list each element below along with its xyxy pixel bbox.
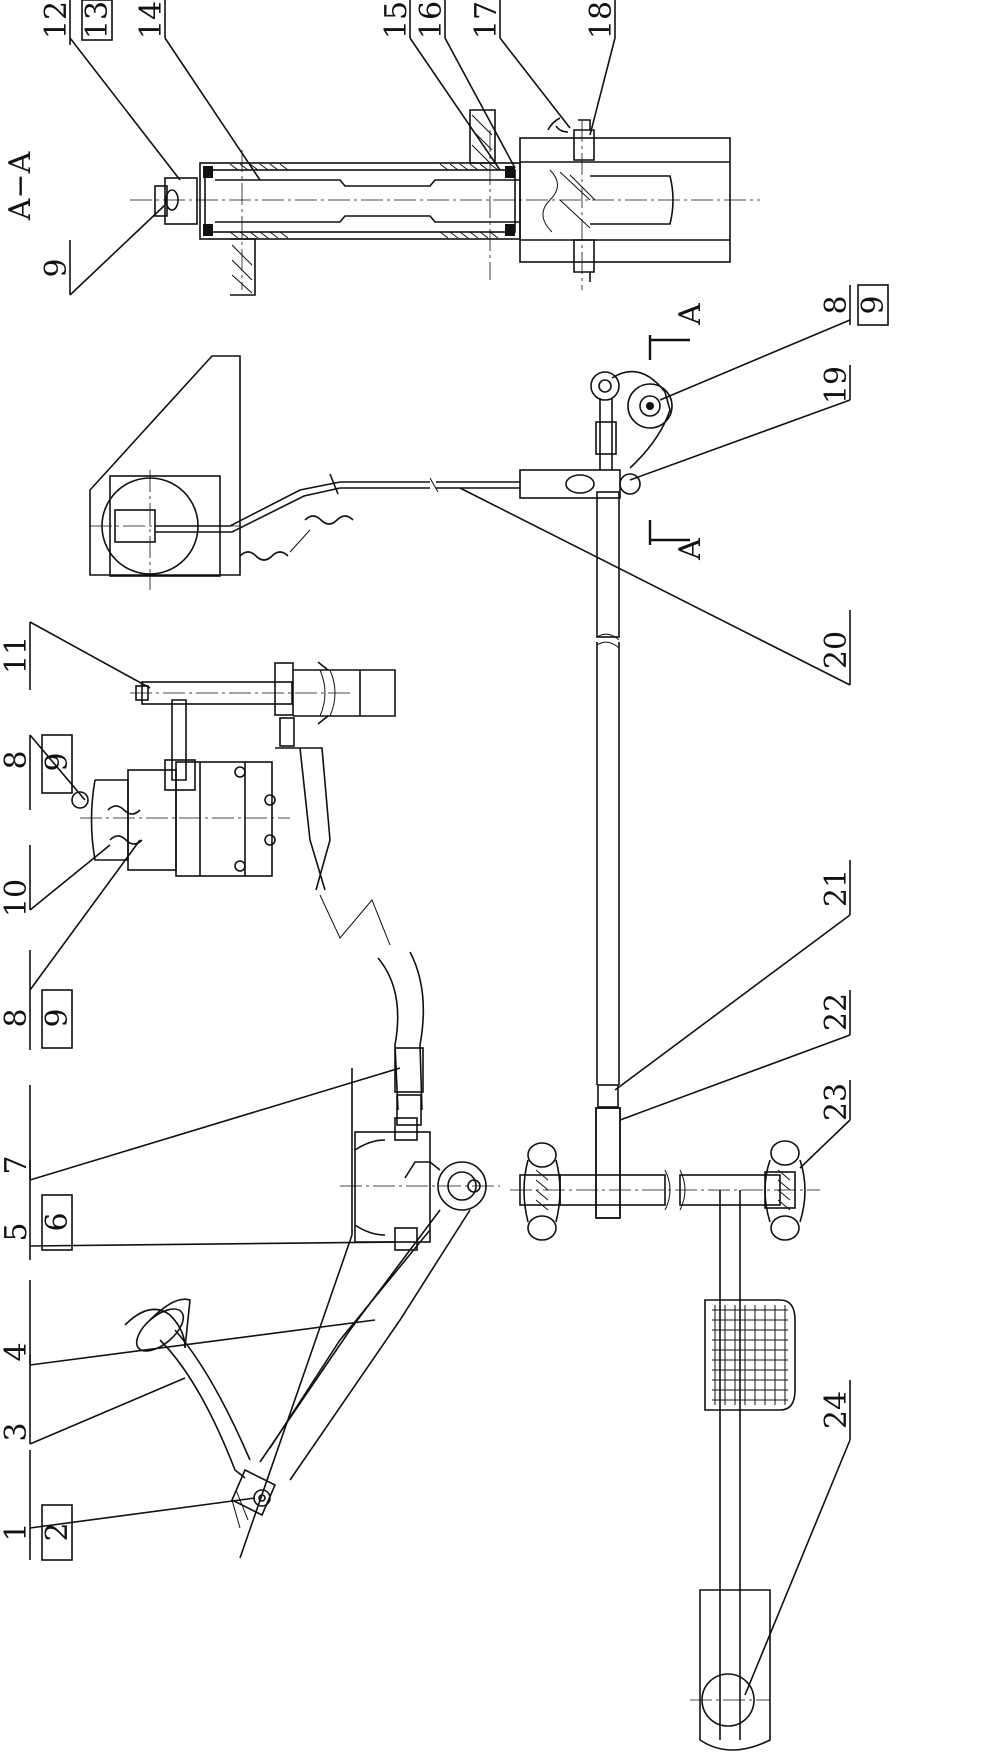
- callout-19: 19: [819, 366, 854, 404]
- callout-2: 2: [40, 1522, 75, 1541]
- callout-1: 1: [0, 1522, 34, 1541]
- section-title: A−A: [3, 151, 38, 221]
- cross-shaft-assembly: A A: [519, 303, 708, 1219]
- callout-24: 24: [819, 1391, 854, 1429]
- callout-3: 3: [0, 1422, 34, 1441]
- callout-11: 11: [0, 636, 34, 674]
- section-a-a-view: A−A: [3, 109, 760, 296]
- callout-7: 7: [0, 1155, 34, 1174]
- callout-13: 13: [80, 1, 115, 39]
- section-marker-top: A: [673, 303, 708, 326]
- callout-20: 20: [819, 631, 854, 669]
- callout-5: 5: [0, 1222, 34, 1241]
- callout-15: 15: [379, 1, 414, 39]
- callout-17: 17: [469, 1, 504, 39]
- callout-9-upper: 9: [40, 752, 75, 771]
- pedal-shaft-assembly: [510, 1107, 820, 1751]
- callout-12: 12: [39, 1, 74, 39]
- callout-8-lower: 8: [0, 1008, 34, 1027]
- callout-16: 16: [414, 1, 449, 39]
- leader-lines: [29, 0, 851, 1696]
- callout-4: 4: [0, 1342, 34, 1361]
- callout-9-lower: 9: [40, 1008, 75, 1027]
- callout-10: 10: [0, 879, 34, 917]
- callout-14: 14: [134, 1, 169, 39]
- callout-9-top: 9: [39, 258, 74, 277]
- fraction-boxes: [41, 0, 889, 1561]
- callout-6: 6: [40, 1212, 75, 1231]
- callout-labels: 1 2 3 4 5 6 7 8 9 10 8 9 11 9 12 13 14 1…: [0, 1, 891, 1542]
- brake-valve-assembly: [71, 661, 396, 946]
- upper-cable: [420, 477, 520, 493]
- section-marker-bottom: A: [673, 538, 708, 561]
- callout-8-upper: 8: [0, 750, 34, 769]
- pedal-assembly: [124, 951, 500, 1559]
- callout-23: 23: [819, 1083, 854, 1121]
- callout-21: 21: [819, 869, 854, 907]
- callout-9-right: 9: [856, 295, 891, 314]
- callout-18: 18: [584, 1, 619, 39]
- callout-8-right: 8: [819, 295, 854, 314]
- callout-22: 22: [819, 993, 854, 1031]
- cable-bracket-view: [89, 355, 420, 590]
